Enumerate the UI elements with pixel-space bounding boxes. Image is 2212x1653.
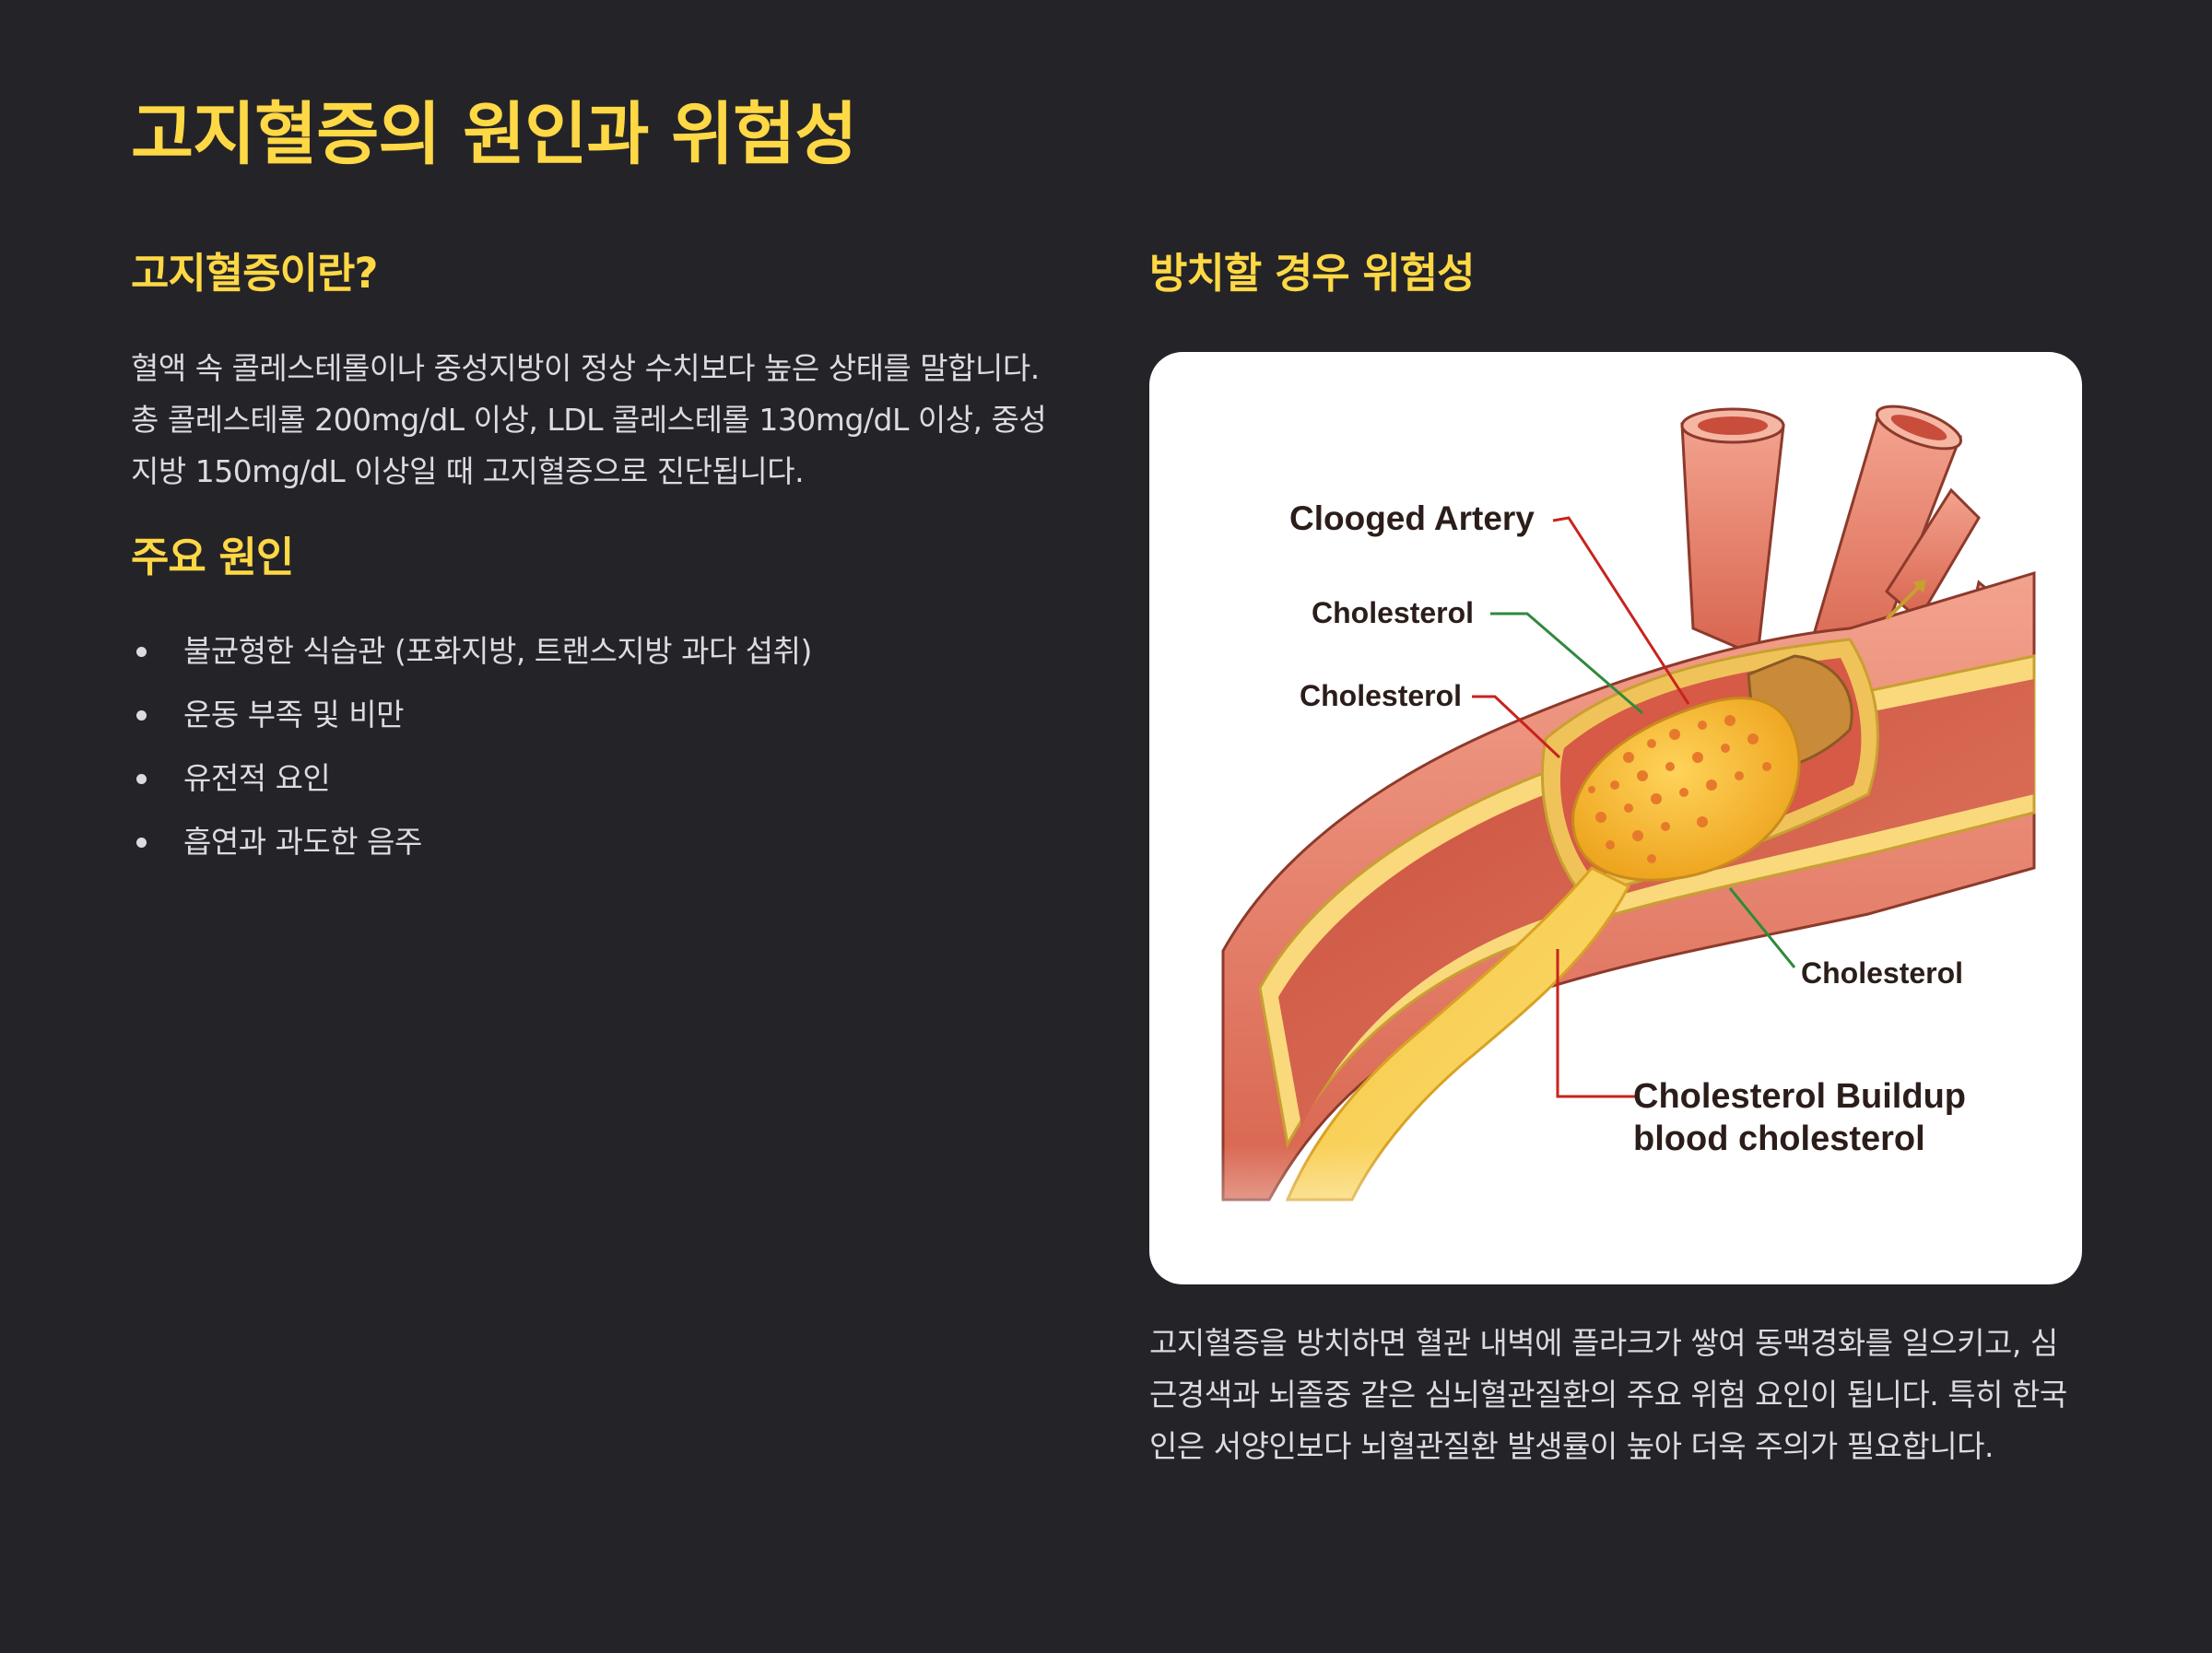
risk-text: 고지혈증을 방치하면 혈관 내벽에 플라크가 쌓여 동맥경화를 일으키고, 심근… (1149, 1325, 2067, 1464)
page-title: 고지혈증의 원인과 위험성 (131, 95, 857, 174)
cause-label: 흡연과 과도한 음주 (183, 824, 422, 860)
plaque-deposit (1571, 654, 1853, 882)
label-cholesterol-3: Cholesterol (1801, 956, 1963, 990)
artery-illustration: Clooged Artery Cholesterol Cholesterol C… (1149, 352, 2082, 1284)
list-item: 운동 부족 및 비만 (131, 683, 1062, 746)
leader-lines (1472, 516, 1796, 1098)
causes-list: 불균형한 식습관 (포화지방, 트랜스지방 과다 섭취) 운동 부족 및 비만 … (131, 619, 1062, 873)
cause-label: 유전적 요인 (183, 760, 331, 796)
right-column: 방치할 경우 위험성 (1149, 249, 2082, 1472)
definition-text: 혈액 속 콜레스테롤이나 중성지방이 정상 수치보다 높은 상태를 말합니다. … (131, 350, 1047, 489)
cause-label: 운동 부족 및 비만 (183, 697, 405, 733)
list-item: 흡연과 과도한 음주 (131, 810, 1062, 873)
bullet-icon (136, 838, 147, 848)
list-item: 유전적 요인 (131, 746, 1062, 810)
bullet-icon (136, 710, 147, 721)
label-cholesterol-1: Cholesterol (1312, 596, 1474, 629)
fade-overlay (1205, 1144, 2034, 1284)
label-buildup-line2: blood cholesterol (1633, 1120, 1925, 1158)
bullet-icon (136, 647, 147, 657)
risk-heading: 방치할 경우 위험성 (1149, 249, 1476, 298)
label-clogged-artery: Clooged Artery (1289, 499, 1535, 537)
clogged-artery-diagram: Clooged Artery Cholesterol Cholesterol C… (1205, 404, 2036, 1284)
label-buildup-line1: Cholesterol Buildup (1633, 1077, 1966, 1116)
flow-arrow-icon (1885, 580, 1925, 621)
cause-label: 불균형한 식습관 (포화지방, 트랜스지방 과다 섭취) (183, 633, 812, 669)
arrowhead-icon (1912, 580, 1926, 593)
bullet-icon (136, 774, 147, 784)
list-item: 불균형한 식습관 (포화지방, 트랜스지방 과다 섭취) (131, 619, 1062, 683)
label-cholesterol-2: Cholesterol (1300, 679, 1462, 712)
definition-heading: 고지혈증이란? (131, 249, 379, 298)
causes-heading: 주요 원인 (131, 533, 294, 581)
left-column: 고지혈증이란? 혈액 속 콜레스테롤이나 중성지방이 정상 수치보다 높은 상태… (131, 249, 1062, 873)
